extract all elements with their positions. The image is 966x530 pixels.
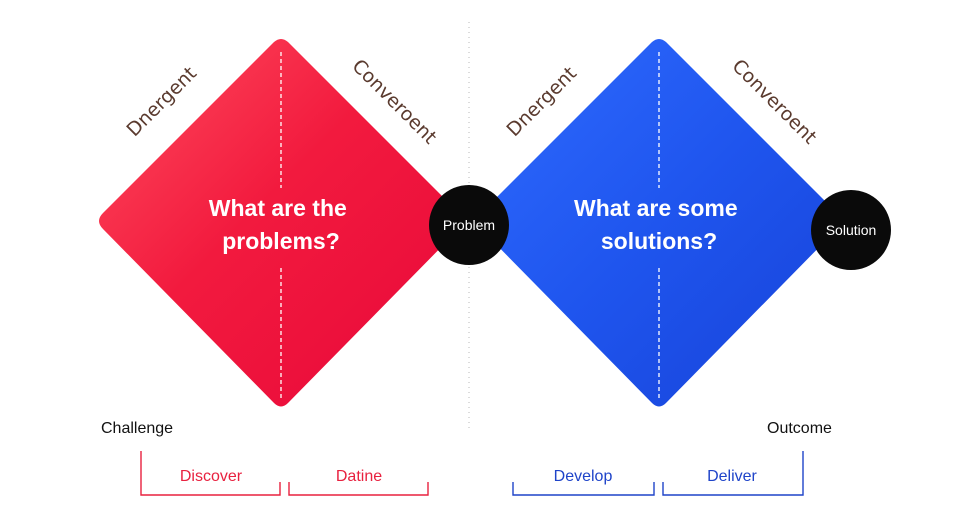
diamond-left-shape [99,39,463,407]
diamond-left-question: What are the problems? [209,195,353,254]
phase-brackets-red: Discover Datine [140,451,429,496]
diamond-right: What are some solutions? Dnergent Conver… [477,39,841,407]
diamond-left: What are the problems? Dnergent Converoe… [99,39,463,407]
outcome-label: Outcome [767,420,832,437]
deliver-bracket [662,451,804,496]
define-label: Datine [336,468,382,485]
diamond-left-question-line2: problems? [222,228,340,254]
develop-bracket [512,482,655,496]
define-bracket [288,482,429,496]
deliver-label: Deliver [707,468,757,485]
problem-label: Problem [443,217,495,233]
diamond-right-question-line1: What are some [574,195,738,221]
diamond-right-question: What are some solutions? [574,195,744,254]
phase-brackets-blue: Develop Deliver [512,451,804,496]
challenge-label: Challenge [101,420,173,437]
problem-node: Problem [429,185,509,265]
develop-label: Develop [554,468,613,485]
solution-node: Solution [811,190,891,270]
problem-circle [429,185,509,265]
solution-label: Solution [826,222,877,238]
diamond-right-shape [477,39,841,407]
diamond-left-question-line1: What are the [209,195,347,221]
discover-label: Discover [180,468,243,485]
solution-circle [811,190,891,270]
diamond-right-question-line2: solutions? [601,228,717,254]
discover-bracket [140,451,281,496]
